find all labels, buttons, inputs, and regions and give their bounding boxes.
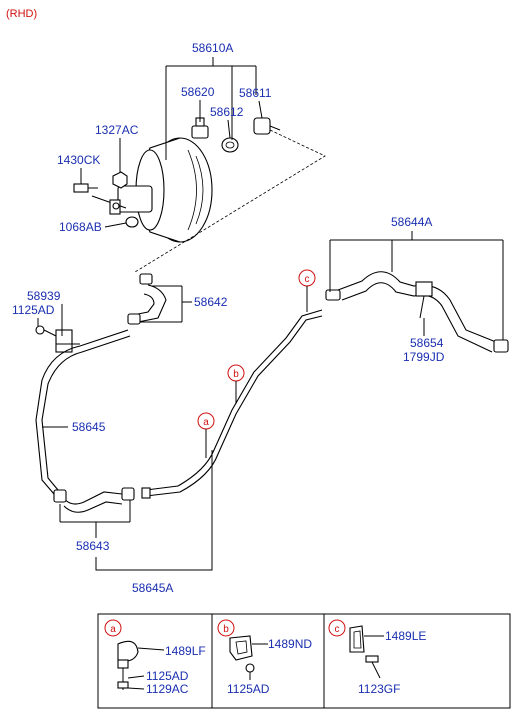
check-valve-58620 xyxy=(191,117,209,139)
callout-a: a xyxy=(197,412,215,458)
pipe-58645A xyxy=(141,309,323,499)
legend-c-label-2: 1123GF xyxy=(358,682,400,696)
label-58642: 58642 xyxy=(194,295,228,309)
callout-c: c xyxy=(298,269,316,312)
label-58654: 58654 xyxy=(410,336,444,350)
legend-c-label-1: 1489LE xyxy=(385,629,426,643)
label-1799JD: 1799JD xyxy=(403,350,445,364)
label-58612: 58612 xyxy=(210,105,244,119)
callout-b: b xyxy=(227,364,245,404)
clip-legend-table xyxy=(97,613,511,709)
label-58610A: 58610A xyxy=(192,41,233,55)
label-58644A: 58644A xyxy=(391,215,432,229)
legend-a: a 1489LF 1125AD 1129AC xyxy=(104,619,206,696)
hose-58644A xyxy=(325,271,509,353)
washer-1068AB xyxy=(125,216,139,228)
bolt-1430CK xyxy=(73,183,98,193)
svg-text:c: c xyxy=(305,274,310,285)
label-58939: 58939 xyxy=(27,289,61,303)
label-1430CK: 1430CK xyxy=(57,153,100,167)
connector-58654 xyxy=(415,281,433,319)
grommet-58612 xyxy=(221,137,239,153)
legend-b: b 1489ND 1125AD xyxy=(217,619,312,696)
label-1327AC: 1327AC xyxy=(95,123,139,137)
legend-b-label-1: 1489ND xyxy=(268,637,312,651)
svg-text:b: b xyxy=(223,624,229,635)
tube-58645 xyxy=(35,329,131,495)
bolt-1125AD xyxy=(35,325,57,337)
svg-text:a: a xyxy=(110,624,116,635)
legend-a-label-2: 1125AD xyxy=(146,669,189,683)
valve-58611 xyxy=(253,117,281,135)
nut-1327AC xyxy=(112,171,128,189)
label-1125AD: 1125AD xyxy=(12,303,55,317)
legend-a-label-1: 1489LF xyxy=(165,644,206,658)
hose-58642 xyxy=(127,273,167,325)
label-58611: 58611 xyxy=(239,86,272,100)
svg-text:a: a xyxy=(203,417,209,428)
label-58645: 58645 xyxy=(72,420,106,434)
brake-booster xyxy=(91,137,213,243)
label-1068AB: 1068AB xyxy=(59,220,102,234)
legend-a-label-3: 1129AC xyxy=(146,682,189,696)
variant-label: (RHD) xyxy=(6,8,37,20)
hose-58643 xyxy=(53,487,135,513)
label-58643: 58643 xyxy=(76,539,110,553)
label-58620: 58620 xyxy=(181,85,215,99)
legend-b-label-2: 1125AD xyxy=(227,682,270,696)
label-58645A: 58645A xyxy=(132,581,173,595)
svg-text:b: b xyxy=(233,369,239,380)
svg-text:c: c xyxy=(335,624,340,635)
bracket-58939 xyxy=(55,329,80,353)
legend-c: c 1489LE 1123GF xyxy=(328,619,426,696)
